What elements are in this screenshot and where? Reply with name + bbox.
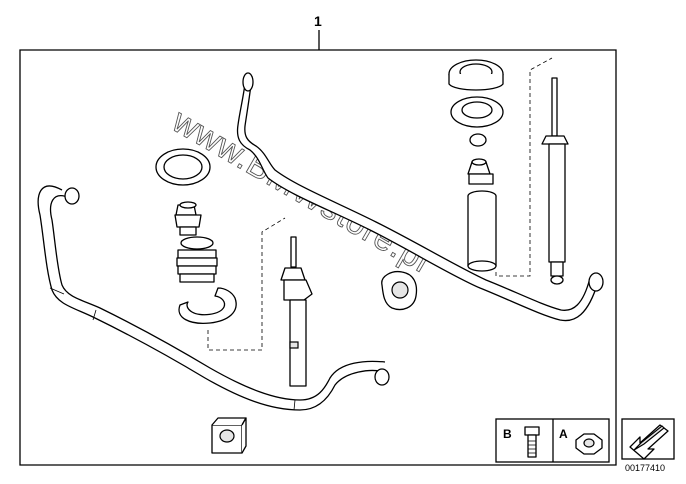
rear-stabilizer-bar[interactable] (236, 72, 604, 322)
rear-group-bracket (495, 57, 553, 277)
rear-spring-seat[interactable] (450, 96, 504, 128)
rear-strut-top-mount[interactable] (448, 59, 504, 91)
front-shock-absorber[interactable] (280, 236, 313, 387)
arrow-box (621, 418, 675, 460)
front-stabilizer-mount[interactable] (211, 417, 247, 454)
arrow-icon (629, 424, 669, 460)
label-a: A (559, 427, 568, 441)
callout-1[interactable]: 1 (314, 13, 322, 29)
rear-shock-absorber[interactable] (541, 77, 569, 285)
rear-stabilizer-mount[interactable] (381, 270, 418, 311)
front-dust-boot[interactable] (176, 236, 218, 283)
bolt-icon[interactable] (524, 426, 540, 458)
front-group-bracket (207, 217, 286, 351)
front-spring-seat-top[interactable] (155, 148, 211, 186)
label-b: B (503, 427, 512, 441)
front-bump-stop[interactable] (174, 201, 202, 236)
rear-bump-stop[interactable] (467, 158, 494, 185)
nut-icon[interactable] (575, 433, 603, 455)
rear-bushing[interactable] (469, 133, 487, 147)
diagram-number: 00177410 (625, 463, 665, 473)
kit-frame (19, 49, 617, 466)
rear-protection-tube[interactable] (467, 190, 497, 272)
fastener-box: B A (495, 418, 610, 463)
front-spring-pad-bottom[interactable] (178, 287, 237, 324)
